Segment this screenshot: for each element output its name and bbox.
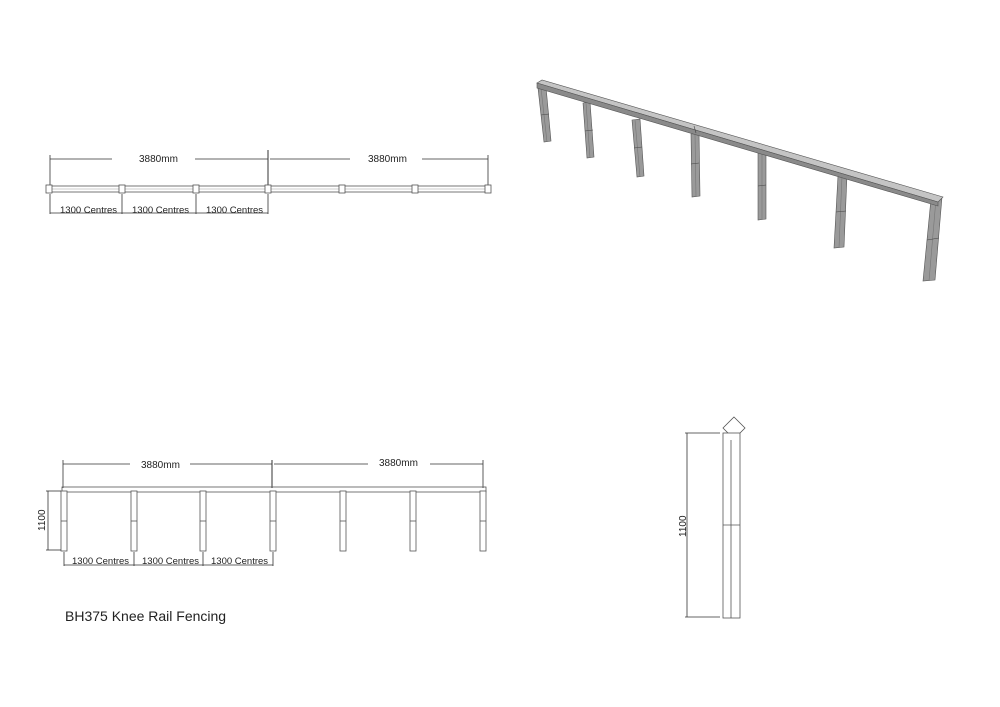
- elevation-centre-label-1: 1300 Centres: [72, 556, 129, 567]
- elevation-span-dimension: [62, 460, 484, 488]
- end-view-height-dimension: [685, 432, 720, 618]
- plan-centre-label-3: 1300 Centres: [206, 205, 263, 216]
- elevation-centre-label-2: 1300 Centres: [142, 556, 199, 567]
- iso-rail: [536, 79, 944, 207]
- plan-centres-dimension: [49, 194, 269, 214]
- plan-centre-label-2: 1300 Centres: [132, 205, 189, 216]
- elevation-posts: [60, 490, 487, 552]
- plan-span-label-2: 3880mm: [368, 154, 407, 165]
- iso-posts: [537, 86, 943, 282]
- drawing-title: BH375 Knee Rail Fencing: [65, 608, 227, 624]
- plan-span-label-1: 3880mm: [139, 154, 178, 165]
- plan-centre-label-1: 1300 Centres: [60, 205, 117, 216]
- end-view-height-label: 1100: [678, 515, 689, 537]
- plan-posts: [45, 184, 492, 194]
- isometric-view: [536, 79, 944, 282]
- elevation-centres-dimension: [63, 552, 274, 566]
- plan-view: [45, 150, 492, 214]
- elevation-span-label-1: 3880mm: [141, 460, 180, 471]
- elevation-span-label-2: 3880mm: [379, 458, 418, 469]
- elevation-height-dimension: [46, 490, 61, 551]
- elevation-view: [46, 460, 487, 566]
- end-view: [685, 416, 746, 619]
- elevation-height-label: 1100: [37, 509, 48, 531]
- elevation-centre-label-3: 1300 Centres: [211, 556, 268, 567]
- end-view-post: [722, 432, 741, 619]
- plan-span-dimension: [49, 150, 489, 186]
